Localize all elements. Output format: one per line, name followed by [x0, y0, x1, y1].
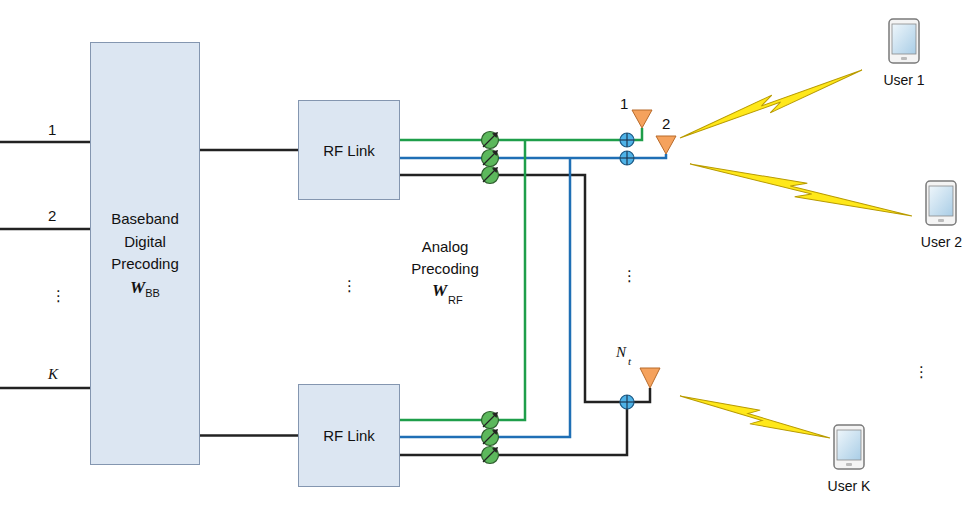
user-terminal: User 1 [869, 18, 939, 88]
antenna-symbols [632, 110, 676, 388]
math-symbol: WBB [130, 278, 160, 299]
user-terminal: User 2 [915, 180, 968, 250]
user-label: User 2 [921, 234, 962, 250]
phone-icon [925, 180, 957, 226]
matrix-symbol: W [432, 282, 447, 301]
rf-link-box: RF Link [298, 100, 400, 200]
matrix-subscript: BB [145, 287, 160, 299]
port-number: 1 [48, 122, 56, 139]
precoder-box: Baseband Digital PrecodingWBB [90, 42, 200, 465]
lightning-bolt [678, 388, 832, 445]
wireless-links [677, 62, 914, 445]
phone-icon [888, 18, 920, 64]
ellipsis: ⋮ [914, 364, 929, 381]
ellipsis: ⋮ [622, 268, 637, 285]
user-label: User K [828, 478, 871, 494]
antenna-number: 1 [620, 96, 628, 113]
ellipsis: ⋮ [342, 278, 357, 295]
antenna-count: N [616, 344, 626, 361]
box-label: RF Link [323, 142, 375, 159]
lightning-bolt [677, 62, 865, 145]
port-number: K [48, 366, 58, 383]
lightning-bolt [688, 156, 914, 224]
user-label: User 1 [883, 72, 924, 88]
antenna-subscript: t [628, 355, 631, 367]
user-terminal: User K [814, 424, 884, 494]
box-label: Baseband Digital Precoding [102, 208, 188, 276]
signal-line [200, 149, 298, 152]
antenna-number: 2 [662, 116, 670, 133]
rf-wires [400, 128, 666, 455]
port-number: 2 [48, 208, 56, 225]
block-label: Analog Precoding [405, 236, 485, 280]
matrix-symbol: W [130, 278, 145, 297]
matrix-subscript: RF [448, 294, 463, 306]
signal-line [200, 434, 298, 437]
input-lines [0, 142, 90, 388]
rf-link-box: RF Link [298, 384, 400, 487]
ellipsis: ⋮ [51, 288, 66, 305]
box-label: RF Link [323, 427, 375, 444]
phone-icon [833, 424, 865, 470]
